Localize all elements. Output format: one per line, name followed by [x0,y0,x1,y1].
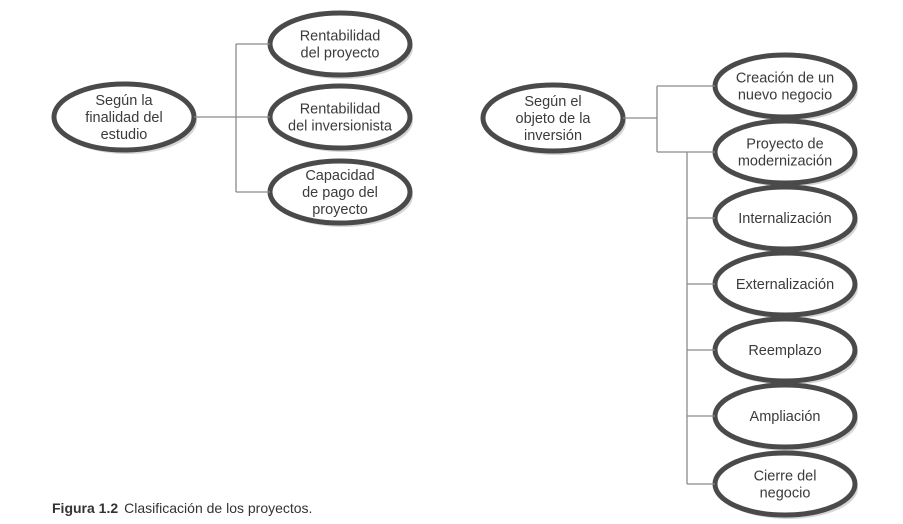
node-objeto-3: Externalización [712,250,858,319]
node-objeto-3-label-line: Externalización [736,277,834,293]
node-objeto-1-label-line: Proyecto de [746,137,823,153]
node-finalidad-2-label-line: Capacidad [305,168,374,184]
figure-caption-text: Clasificación de los proyectos. [124,500,313,516]
node-finalidad-1-label-line: Rentabilidad [300,102,381,118]
node-finalidad-2-label-line: proyecto [312,202,368,218]
node-finalidad-1-label-line: del inversionista [288,119,393,135]
node-objeto-5: Ampliación [712,382,858,451]
node-objeto-5-label-line: Ampliación [750,409,821,425]
node-objeto-2: Internalización [712,184,858,253]
node-root-objeto-label-line: inversión [524,128,582,144]
node-root-finalidad-label-line: Según la [95,93,153,109]
node-objeto-4: Reemplazo [712,316,858,385]
node-objeto-2-label-line: Internalización [738,211,832,227]
node-objeto-6-label-line: Cierre del [754,469,817,485]
node-finalidad-0-label-line: Rentabilidad [300,29,381,45]
node-root-objeto-label-line: Según el [524,94,581,110]
node-objeto-6-label-line: negocio [760,486,811,502]
figure-caption-label: Figura 1.2 [52,500,119,516]
node-finalidad-2-label-line: de pago del [302,185,378,201]
node-objeto-0-label-line: nuevo negocio [738,88,832,104]
node-root-objeto-label-line: objeto de la [516,111,592,127]
node-root-finalidad-label-line: finalidad del [85,110,162,126]
node-objeto-1-label-line: modernización [738,154,832,170]
node-finalidad-0-label-line: del proyecto [301,46,380,62]
node-root-finalidad-label-line: estudio [101,127,148,143]
node-objeto-0-label-line: Creación de un [736,71,834,87]
figure-caption: Figura 1.2 Clasificación de los proyectos… [52,500,312,516]
node-objeto-4-label-line: Reemplazo [748,343,821,359]
